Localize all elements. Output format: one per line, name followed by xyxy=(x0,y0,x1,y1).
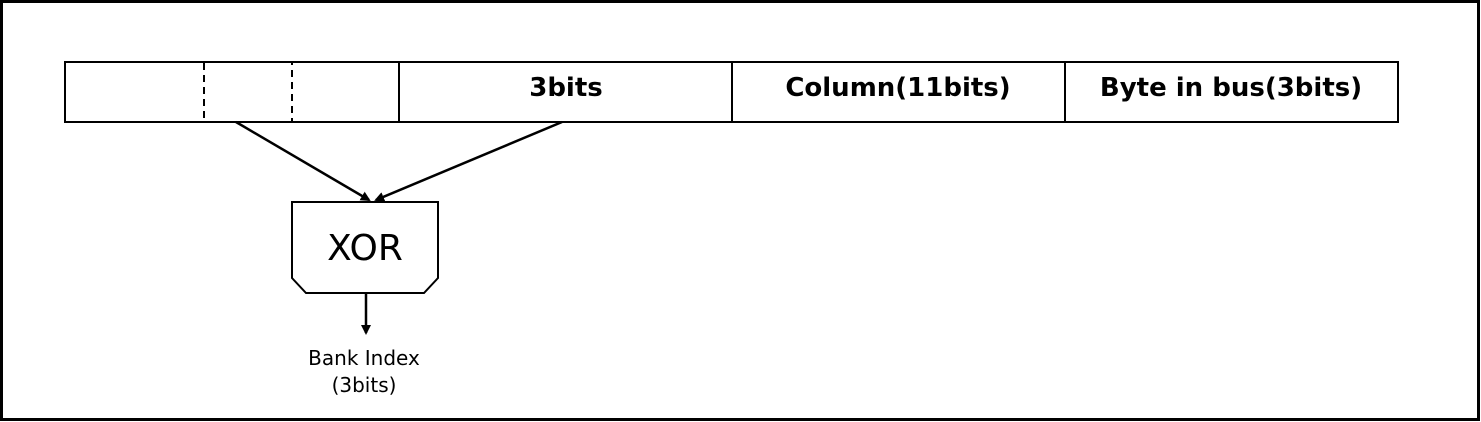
field-label-column: Column(11bits) xyxy=(785,73,1010,103)
field-label-3bits: 3bits xyxy=(529,73,603,103)
address-field-row: 3bits Column(11bits) Byte in bus(3bits) xyxy=(64,61,1399,123)
xor-gate: XOR xyxy=(291,201,439,294)
xor-label: XOR xyxy=(327,228,403,269)
bank-index-label: Bank Index xyxy=(308,346,420,370)
arrow-from-highlighted-bits xyxy=(235,120,371,202)
field-label-byte-in-bus: Byte in bus(3bits) xyxy=(1100,73,1362,103)
highlighted-bits xyxy=(203,61,293,123)
field-column xyxy=(731,61,1066,123)
field-byte-in-bus xyxy=(1064,61,1399,123)
arrow-from-3bits-field xyxy=(374,120,563,202)
field-row-high xyxy=(64,61,400,123)
xor-gate-shape xyxy=(291,201,439,294)
bank-index-bits-label: (3bits) xyxy=(332,373,397,397)
field-row-3bits xyxy=(398,61,733,123)
